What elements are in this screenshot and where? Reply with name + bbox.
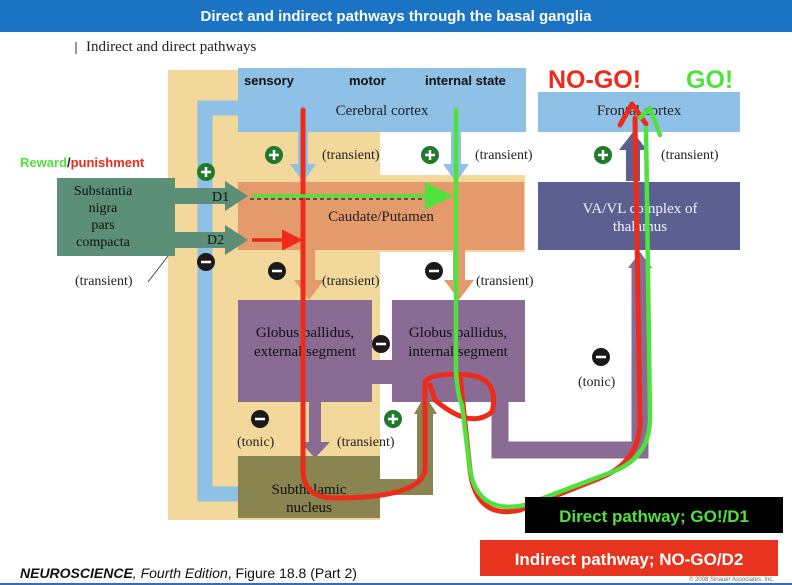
plus-icon [594, 146, 612, 164]
minus-icon [425, 262, 443, 280]
indirect-pathway-legend-box [480, 540, 778, 576]
plus-icon [265, 146, 283, 164]
caudate-putamen-label: Caudate/Putamen [328, 209, 434, 225]
direct-pathway-legend-box [525, 497, 783, 533]
slide-title: Direct and indirect pathways through the… [0, 0, 792, 32]
plus-icon [197, 163, 215, 181]
stn-label-line2: nucleus [286, 500, 332, 516]
indirect-pathway-legend: Indirect pathway; NO-GO/D2 [515, 550, 744, 569]
tonic-label-gpe-stn: (tonic) [237, 435, 275, 450]
minus-icon [592, 348, 610, 366]
minus-icon [251, 410, 269, 428]
tonic-label-gpi-thalamus: (tonic) [578, 375, 616, 390]
gpe-gpi-arrow [372, 348, 412, 396]
reward-punishment-label: Reward/punishment [20, 155, 145, 170]
minus-icon [197, 253, 215, 271]
snc-d1-arrow [175, 181, 248, 211]
cortex-input-internal-state: internal state [425, 73, 506, 88]
gpe-stn-shaft [309, 402, 321, 442]
direct-pathway-arrowhead [637, 105, 663, 138]
cerebral-cortex-label: Cerebral cortex [336, 103, 429, 119]
cerebral-cortex-box [238, 92, 526, 132]
snc-label-line1: Substantia [74, 184, 133, 199]
copyright-notice: © 2008 Sinauer Associates, Inc. [689, 576, 774, 583]
striatum-gpi-head [444, 280, 474, 300]
transient-label-gpi: (transient) [476, 274, 534, 289]
bottom-rule [0, 583, 792, 585]
snc-label-line3: pars [91, 218, 114, 233]
go-label: GO! [686, 66, 733, 94]
transient-label-cortex-right: (transient) [475, 148, 533, 163]
figure-heading: Indirect and direct pathways [86, 39, 257, 55]
indirect-pathway-trace [300, 107, 497, 501]
minus-icon [268, 262, 286, 280]
snc-d2-arrow [175, 225, 248, 255]
snc-label-line4: compacta [76, 235, 130, 250]
transient-label-thalamus: (transient) [661, 148, 719, 163]
cortex-input-sensory: sensory [244, 73, 295, 88]
minus-icon [372, 335, 390, 353]
heading-bullet [75, 42, 77, 54]
striatum-gpe-shaft [303, 250, 315, 280]
snc-label-line2: nigra [89, 201, 119, 216]
snc-label-leader [147, 255, 169, 283]
transient-label-snc: (transient) [75, 274, 133, 289]
snc-box [57, 178, 175, 256]
d1-label: D1 [212, 190, 229, 205]
gpe-stn-head [300, 442, 330, 458]
direct-pathway-legend: Direct pathway; GO!/D1 [559, 507, 749, 526]
vavl-label-line2: thalamus [613, 219, 667, 235]
tan-backdrop [168, 70, 525, 520]
transient-label-gpe: (transient) [322, 274, 380, 289]
plus-icon [384, 410, 402, 428]
figure-caption: NEUROSCIENCE, Fourth Edition, Figure 18.… [20, 565, 357, 581]
vavl-label-line1: VA/VL complex of [583, 201, 698, 217]
transient-label-stn-gpi: (transient) [337, 435, 395, 450]
cortex-input-motor: motor [349, 73, 386, 88]
cortex-to-stn-arrow [197, 100, 238, 502]
d2-label: D2 [207, 233, 224, 248]
direct-pathway-trace [453, 107, 653, 510]
cortex-input-bar [238, 68, 526, 92]
plus-icon [421, 146, 439, 164]
transient-label-cortex-left: (transient) [322, 148, 380, 163]
no-go-label: NO-GO! [548, 66, 641, 94]
gpi-label-line2: internal segment [408, 344, 508, 360]
